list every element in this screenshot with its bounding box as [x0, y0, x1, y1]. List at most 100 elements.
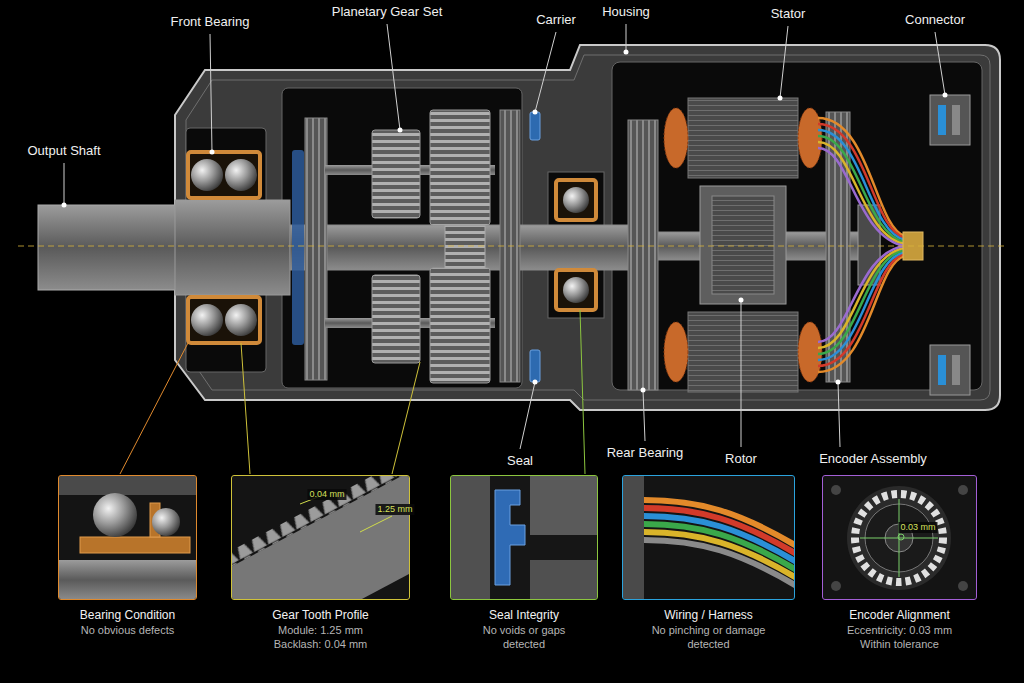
housing-cavity	[186, 62, 982, 390]
connector-block	[938, 355, 946, 385]
part-label: Carrier	[536, 12, 576, 28]
bearing-closeup	[59, 476, 196, 599]
leader-line	[387, 24, 400, 130]
seal-closeup	[451, 476, 597, 599]
seal-closeup	[451, 476, 490, 599]
inspection-panel: Seal IntegrityNo voids or gaps detected	[450, 475, 598, 651]
middle-bearing	[556, 270, 596, 310]
encoder-closeup	[847, 486, 951, 590]
part-label: Planetary Gear Set	[332, 4, 443, 20]
seal-part	[530, 350, 540, 382]
wire-harness	[818, 148, 905, 246]
housing-shell	[175, 45, 1000, 410]
leader-dot	[739, 298, 744, 303]
encoder-closeup	[831, 581, 841, 591]
connector-block	[903, 95, 970, 395]
panel-frame	[822, 475, 977, 600]
part-label: Rotor	[725, 451, 757, 467]
connector-block	[938, 105, 946, 135]
front-bearing	[191, 159, 223, 191]
inset-leader	[580, 310, 585, 474]
panel-note: Backlash: 0.04 mm	[274, 637, 368, 651]
housing-shell	[175, 45, 1000, 410]
panel-title: Bearing Condition	[80, 608, 175, 623]
part-label: Front Bearing	[171, 14, 250, 30]
leader-dot	[778, 96, 783, 101]
gear-closeup	[360, 516, 392, 532]
leader-dot	[641, 388, 646, 393]
leader-line	[780, 26, 788, 98]
encoder-closeup	[823, 476, 976, 599]
copper-winding	[664, 108, 822, 382]
front-bearing	[188, 152, 260, 343]
gear-closeup	[232, 476, 409, 591]
gear-closeup	[232, 476, 409, 599]
front-bearing	[225, 159, 257, 191]
center-line	[18, 246, 1008, 247]
leader-line	[643, 390, 645, 441]
leader-line	[210, 34, 212, 152]
encoder-closeup	[958, 485, 968, 495]
connector-block	[930, 95, 970, 145]
retaining-disc	[292, 150, 304, 345]
center-line	[18, 246, 1008, 247]
encoder-closeup	[823, 476, 976, 599]
wire-harness	[818, 142, 905, 244]
wire-harness	[818, 248, 905, 348]
planetary-gear	[372, 130, 420, 218]
leader-dot	[62, 50, 948, 393]
inspection-panel: Encoder AlignmentEccentricity: 0.03 mmWi…	[822, 475, 977, 651]
connector-block	[952, 355, 960, 385]
leader-dot	[62, 203, 67, 208]
part-label: Encoder Assembly	[819, 451, 927, 467]
gear-closeup	[232, 476, 409, 599]
carrier-part	[530, 112, 540, 140]
inset-leader	[392, 362, 420, 474]
seal-closeup	[530, 476, 597, 535]
front-bearing	[191, 304, 223, 336]
leader-dot	[210, 150, 215, 155]
stator-core	[688, 98, 798, 392]
part-label: Housing	[602, 4, 650, 20]
panel-title: Seal Integrity	[489, 608, 559, 623]
bearing-closeup	[59, 560, 196, 599]
seal-closeup	[451, 476, 597, 599]
leader-line	[935, 32, 945, 95]
dimension-label: 1.25 mm	[375, 504, 414, 515]
encoder-closeup	[831, 485, 841, 495]
leader-dot	[533, 380, 538, 385]
middle-bearing	[563, 277, 589, 303]
connector-block	[952, 105, 960, 135]
planetary-gear	[445, 226, 485, 268]
wiring-closeup	[623, 476, 644, 599]
housing-shell	[186, 55, 990, 400]
part-label: Connector	[905, 12, 965, 28]
inspection-panel: Bearing ConditionNo obvious defects	[58, 475, 197, 637]
leader-line	[626, 24, 627, 52]
bearing-closeup	[93, 493, 137, 537]
wire-harness	[818, 136, 905, 242]
panel-title: Wiring / Harness	[664, 608, 753, 623]
part-label: Rear Bearing	[607, 445, 684, 461]
encoder-closeup	[958, 581, 968, 591]
wire-harness	[818, 250, 905, 354]
part-label: Output Shaft	[28, 143, 101, 159]
connector-block	[930, 345, 970, 395]
middle-bearing	[556, 180, 596, 220]
bearing-closeup	[59, 476, 196, 599]
leader-line	[838, 382, 840, 447]
planetary-gear	[305, 118, 327, 380]
panel-frame	[450, 475, 598, 600]
rear-bearing-plate	[628, 120, 658, 390]
output-shaft	[38, 205, 183, 290]
bearing-closeup	[152, 508, 180, 536]
dimension-label: 0.03 mm	[898, 522, 937, 533]
middle-bearing	[556, 180, 596, 310]
wiring-closeup	[623, 476, 794, 599]
leader-dot	[624, 50, 629, 55]
leader-dot	[943, 93, 948, 98]
leader-dot	[398, 128, 403, 133]
bearing-closeup	[80, 537, 190, 553]
